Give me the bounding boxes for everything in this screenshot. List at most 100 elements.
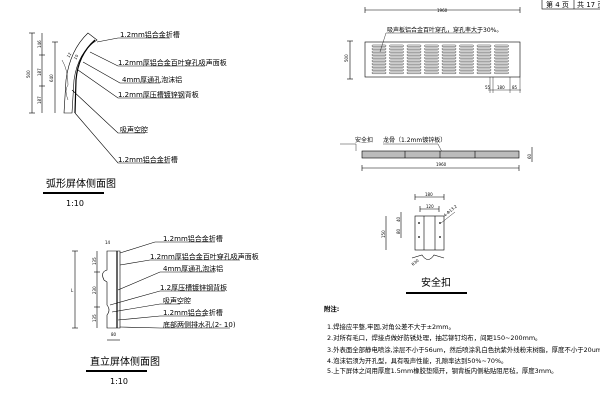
louver-slot (406, 71, 422, 74)
louver-slot (371, 56, 387, 59)
louver-slot (406, 56, 422, 59)
vertical-label: 1.2mm铝合金折槽 (163, 234, 223, 243)
louver-slot (494, 65, 509, 68)
dim: 80 (396, 228, 401, 234)
louver-slot (406, 65, 422, 68)
louver-slot (476, 62, 492, 65)
louver-slot (389, 62, 404, 65)
louver-slot (406, 50, 422, 53)
dim: 187 (37, 96, 42, 104)
louver-slot (459, 56, 474, 59)
arc-label: 吸声空腔 (120, 125, 148, 134)
dim: 1960 (436, 162, 447, 167)
louver-slot (476, 71, 492, 74)
view-title: 直立屏体侧面图 (90, 355, 160, 368)
louver-slot (476, 47, 492, 50)
louver-slot (389, 68, 404, 71)
louver-slot (476, 50, 492, 53)
louver-slot (406, 44, 422, 47)
louver-grid (371, 44, 509, 74)
louver-slot (494, 44, 509, 47)
louver-slot (494, 47, 509, 50)
dim: 120 (426, 204, 434, 209)
dim: 40 (396, 216, 401, 222)
louver-slot (389, 47, 404, 50)
louver-slot (424, 50, 439, 53)
page-number: 第 4 页 (546, 0, 569, 9)
arc-label: 1.2mm铝合金折槽 (120, 30, 180, 39)
louver-slot (441, 65, 457, 68)
louver-slot (459, 59, 474, 62)
note-item: 2.对所有毛口，焊接点做好防锈处理，抽芯铆钉均布，间距150~200mm。 (327, 333, 541, 342)
arc-label: 4mm厚通孔泡沫铝 (122, 75, 182, 84)
note-item: 3.外表面全部静电喷涂,涂层不小于56um，然后喷涂乳白色抗紫外线粉末树脂，厚度… (327, 345, 600, 354)
louver-slot (406, 53, 422, 56)
page-number-box: 第 4 页 共 17 页 (541, 0, 600, 10)
louver-slot (424, 44, 439, 47)
louver-slot (371, 71, 387, 74)
arc-section-view: 500 146 187 187 640 12 10 1.2mm铝合金折槽 1.2… (26, 30, 227, 208)
louver-slot (371, 53, 387, 56)
view-scale: 1:10 (110, 377, 128, 386)
louver-slot (371, 44, 387, 47)
dim: 1960 (437, 8, 448, 13)
vertical-section-view: L 135 230 135 80 14 1.2mm铝合金折槽 1.2mm厚铝合金… (71, 234, 259, 386)
view-scale: 1:10 (66, 199, 84, 208)
louver-slot (494, 62, 509, 65)
louver-slot (424, 56, 439, 59)
panel-note: 吸声板铝合金百叶穿孔，穿孔率大于30%。 (387, 26, 502, 34)
louver-slot (494, 71, 509, 74)
louver-slot (371, 65, 387, 68)
louver-slot (424, 65, 439, 68)
louver-slot (389, 50, 404, 53)
louver-slot (459, 47, 474, 50)
louver-slot (476, 53, 492, 56)
dim: 500 (344, 54, 349, 62)
louver-slot (441, 47, 457, 50)
louver-slot (459, 50, 474, 53)
louver-slot (389, 71, 404, 74)
dim: 640 (49, 74, 54, 82)
safety-clip-view: 180 120 4-Φ13.2 150 40 80 R30 安全扣 (381, 192, 467, 294)
dim: 187 (37, 68, 42, 76)
louver-slot (371, 47, 387, 50)
dim: 230 (92, 286, 97, 294)
note-item: 4.泡沫铝须为开孔型，具有吸声性能，孔隙率达到50%~70%。 (327, 356, 507, 365)
louver-slot (441, 56, 457, 59)
keel-strip-view: 安全扣 龙骨（1.2mm镀锌板） 60 1960 (340, 136, 533, 171)
louver-slot (494, 50, 509, 53)
dim: 85 (512, 85, 518, 90)
dim: 135 (92, 257, 97, 265)
louver-slot (441, 44, 457, 47)
panel-front-view: 1960 吸声板铝合金百叶穿孔，穿孔率大于30%。 500 55 180 85 (344, 7, 521, 93)
arc-label: 1.2mm厚压槽镀锌钢背板 (118, 90, 199, 99)
dim: 10 (73, 53, 80, 60)
dim: 180 (425, 192, 433, 197)
louver-slot (389, 59, 404, 62)
louver-slot (424, 62, 439, 65)
note-item: 1.焊接应平整,牢固,对角公差不大于±2mm。 (327, 322, 455, 331)
louver-slot (371, 68, 387, 71)
louver-slot (476, 59, 492, 62)
louver-slot (424, 68, 439, 71)
louver-slot (476, 44, 492, 47)
page-total: 共 17 页 (577, 0, 600, 9)
arc-label: 1.2mm铝合金折槽 (118, 155, 178, 164)
louver-slot (406, 59, 422, 62)
louver-slot (389, 65, 404, 68)
louver-slot (441, 53, 457, 56)
louver-slot (406, 47, 422, 50)
louver-slot (476, 65, 492, 68)
dim: 180 (497, 85, 505, 90)
louver-slot (441, 68, 457, 71)
arc-label: 1.2mm厚铝合金百叶穿孔吸声面板 (118, 58, 227, 67)
louver-slot (424, 71, 439, 74)
vertical-label: 1.2mm厚铝合金百叶穿孔吸声面板 (150, 252, 259, 261)
louver-slot (389, 44, 404, 47)
louver-slot (406, 68, 422, 71)
louver-slot (494, 68, 509, 71)
dim: 135 (92, 314, 97, 322)
keel-label: 龙骨（1.2mm镀锌板） (383, 136, 446, 144)
louver-slot (441, 71, 457, 74)
louver-slot (371, 50, 387, 53)
